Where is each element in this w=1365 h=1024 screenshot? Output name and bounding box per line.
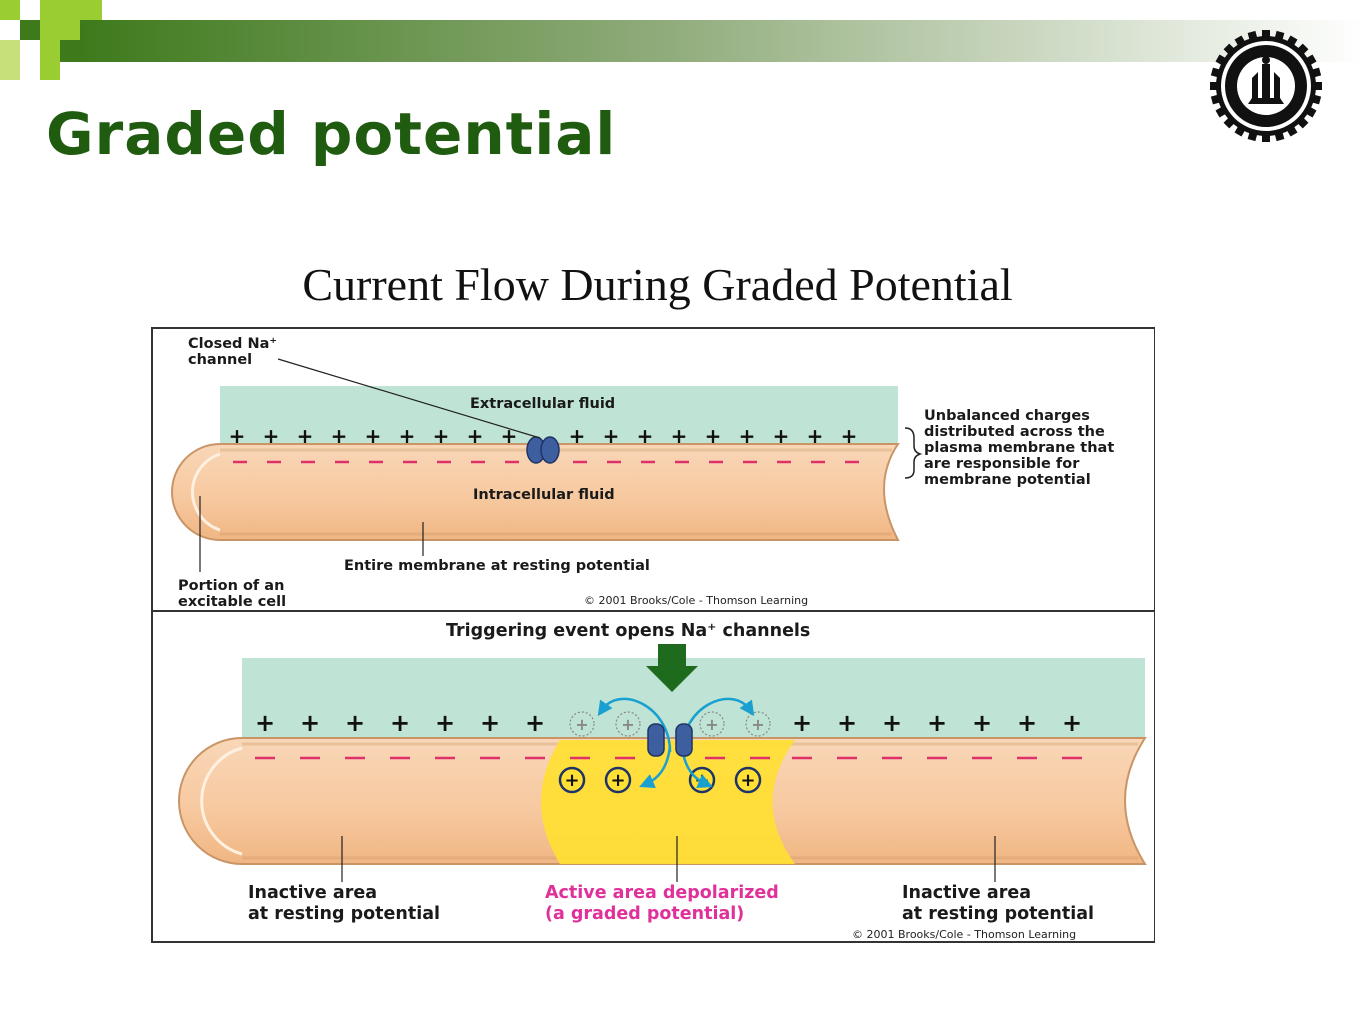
brace: [904, 427, 923, 479]
unbalanced-label-5: membrane potential: [924, 472, 1091, 488]
positive-charge: +: [525, 709, 545, 737]
current-arrow-icon: [597, 697, 672, 753]
closed-channel-label-2: channel: [188, 352, 252, 368]
positive-charge: +: [773, 424, 790, 448]
positive-charge: +: [841, 424, 858, 448]
positive-charge: +: [792, 709, 812, 737]
inactive-right-label-1: Inactive area: [902, 883, 1031, 903]
inactive-right-label-2: at resting potential: [902, 904, 1094, 924]
unbalanced-label-4: are responsible for: [924, 456, 1080, 472]
svg-text:+: +: [621, 715, 634, 734]
positive-charge: +: [331, 424, 348, 448]
positive-charge: +: [569, 424, 586, 448]
decor-square: [0, 40, 20, 80]
positive-charge: +: [807, 424, 824, 448]
positive-charge: +: [399, 424, 416, 448]
intracellular-fluid-label: Intracellular fluid: [473, 487, 615, 503]
svg-text:+: +: [610, 770, 625, 791]
positive-charge: +: [255, 709, 275, 737]
positive-charge: +: [837, 709, 857, 737]
positive-charges-row-bottom: + + + + + + + + + + + + + +: [255, 709, 1082, 737]
open-na-channel-icon: [647, 723, 693, 757]
svg-text:+: +: [740, 770, 755, 791]
decor-square: [20, 20, 40, 40]
extracellular-fluid-region: [220, 386, 898, 446]
positive-charge: +: [263, 424, 280, 448]
svg-text:+: +: [694, 770, 709, 791]
active-depolarized-zone: [541, 740, 795, 864]
decor-square: [0, 0, 20, 20]
svg-text:+: +: [564, 770, 579, 791]
positive-charge: +: [603, 424, 620, 448]
portion-label-1: Portion of an: [178, 578, 284, 594]
slide-title: Graded potential: [46, 100, 617, 168]
positive-charge: +: [365, 424, 382, 448]
figure-title: Current Flow During Graded Potential: [302, 259, 1013, 310]
decor-square: [40, 0, 80, 40]
closed-na-channel-icon: [526, 436, 560, 464]
extracellular-fluid-label: Extracellular fluid: [470, 396, 615, 412]
resting-potential-label: Entire membrane at resting potential: [344, 558, 650, 574]
trigger-label: Triggering event opens Na⁺ channels: [446, 621, 810, 641]
positive-charge: +: [390, 709, 410, 737]
inactive-left-label-2: at resting potential: [248, 904, 440, 924]
excitable-cell: [171, 443, 900, 541]
extracellular-fluid-region-bottom: [242, 658, 1145, 738]
copyright-bottom: © 2001 Brooks/Cole - Thomson Learning: [852, 928, 1076, 941]
unbalanced-label-2: distributed across the: [924, 424, 1105, 440]
positive-charge: +: [1062, 709, 1082, 737]
closed-channel-label-1: Closed Na⁺: [188, 336, 277, 352]
positive-charge: +: [433, 424, 450, 448]
positive-charge: +: [229, 424, 246, 448]
svg-text:+: +: [705, 715, 718, 734]
positive-charge: +: [972, 709, 992, 737]
svg-text:+: +: [751, 715, 764, 734]
channel-pointer-line: [277, 358, 541, 439]
header-gradient-band: [0, 0, 1365, 80]
decor-square: [80, 0, 102, 20]
decor-square: [40, 40, 60, 80]
positive-charge: +: [345, 709, 365, 737]
positive-charge: +: [480, 709, 500, 737]
active-area-label-1: Active area depolarized: [545, 883, 779, 903]
positive-charge: +: [927, 709, 947, 737]
active-area-label-2: (a graded potential): [545, 904, 744, 924]
decor-square: [60, 40, 80, 62]
svg-text:+: +: [575, 715, 588, 734]
positive-charge: +: [705, 424, 722, 448]
graded-potential-diagram: + + + + + + + + + + + + + + + + + + Closed Na⁺ channel Ex…: [151, 327, 1155, 943]
positive-charge: +: [435, 709, 455, 737]
positive-charge: +: [671, 424, 688, 448]
trigger-arrow-icon: [646, 644, 698, 692]
copyright-top: © 2001 Brooks/Cole - Thomson Learning: [584, 594, 808, 607]
positive-charge: +: [637, 424, 654, 448]
positive-charge: +: [297, 424, 314, 448]
positive-charge: +: [300, 709, 320, 737]
inactive-left-label-1: Inactive area: [248, 883, 377, 903]
positive-charge: +: [739, 424, 756, 448]
current-arrow-icon: [639, 745, 672, 788]
unbalanced-label-3: plasma membrane that: [924, 440, 1114, 456]
positive-charge: +: [467, 424, 484, 448]
positive-charge: +: [501, 424, 518, 448]
unbalanced-label-1: Unbalanced charges: [924, 408, 1090, 424]
positive-charge: +: [1017, 709, 1037, 737]
positive-charges-row: + + + + + + + + + + + + + + + + + +: [229, 424, 858, 448]
positive-charge: +: [882, 709, 902, 737]
leaving-positive-charges: [569, 711, 771, 737]
portion-label-2: excitable cell: [178, 594, 286, 610]
university-seal-icon: [1210, 30, 1322, 142]
entering-positive-charges: [558, 766, 762, 794]
